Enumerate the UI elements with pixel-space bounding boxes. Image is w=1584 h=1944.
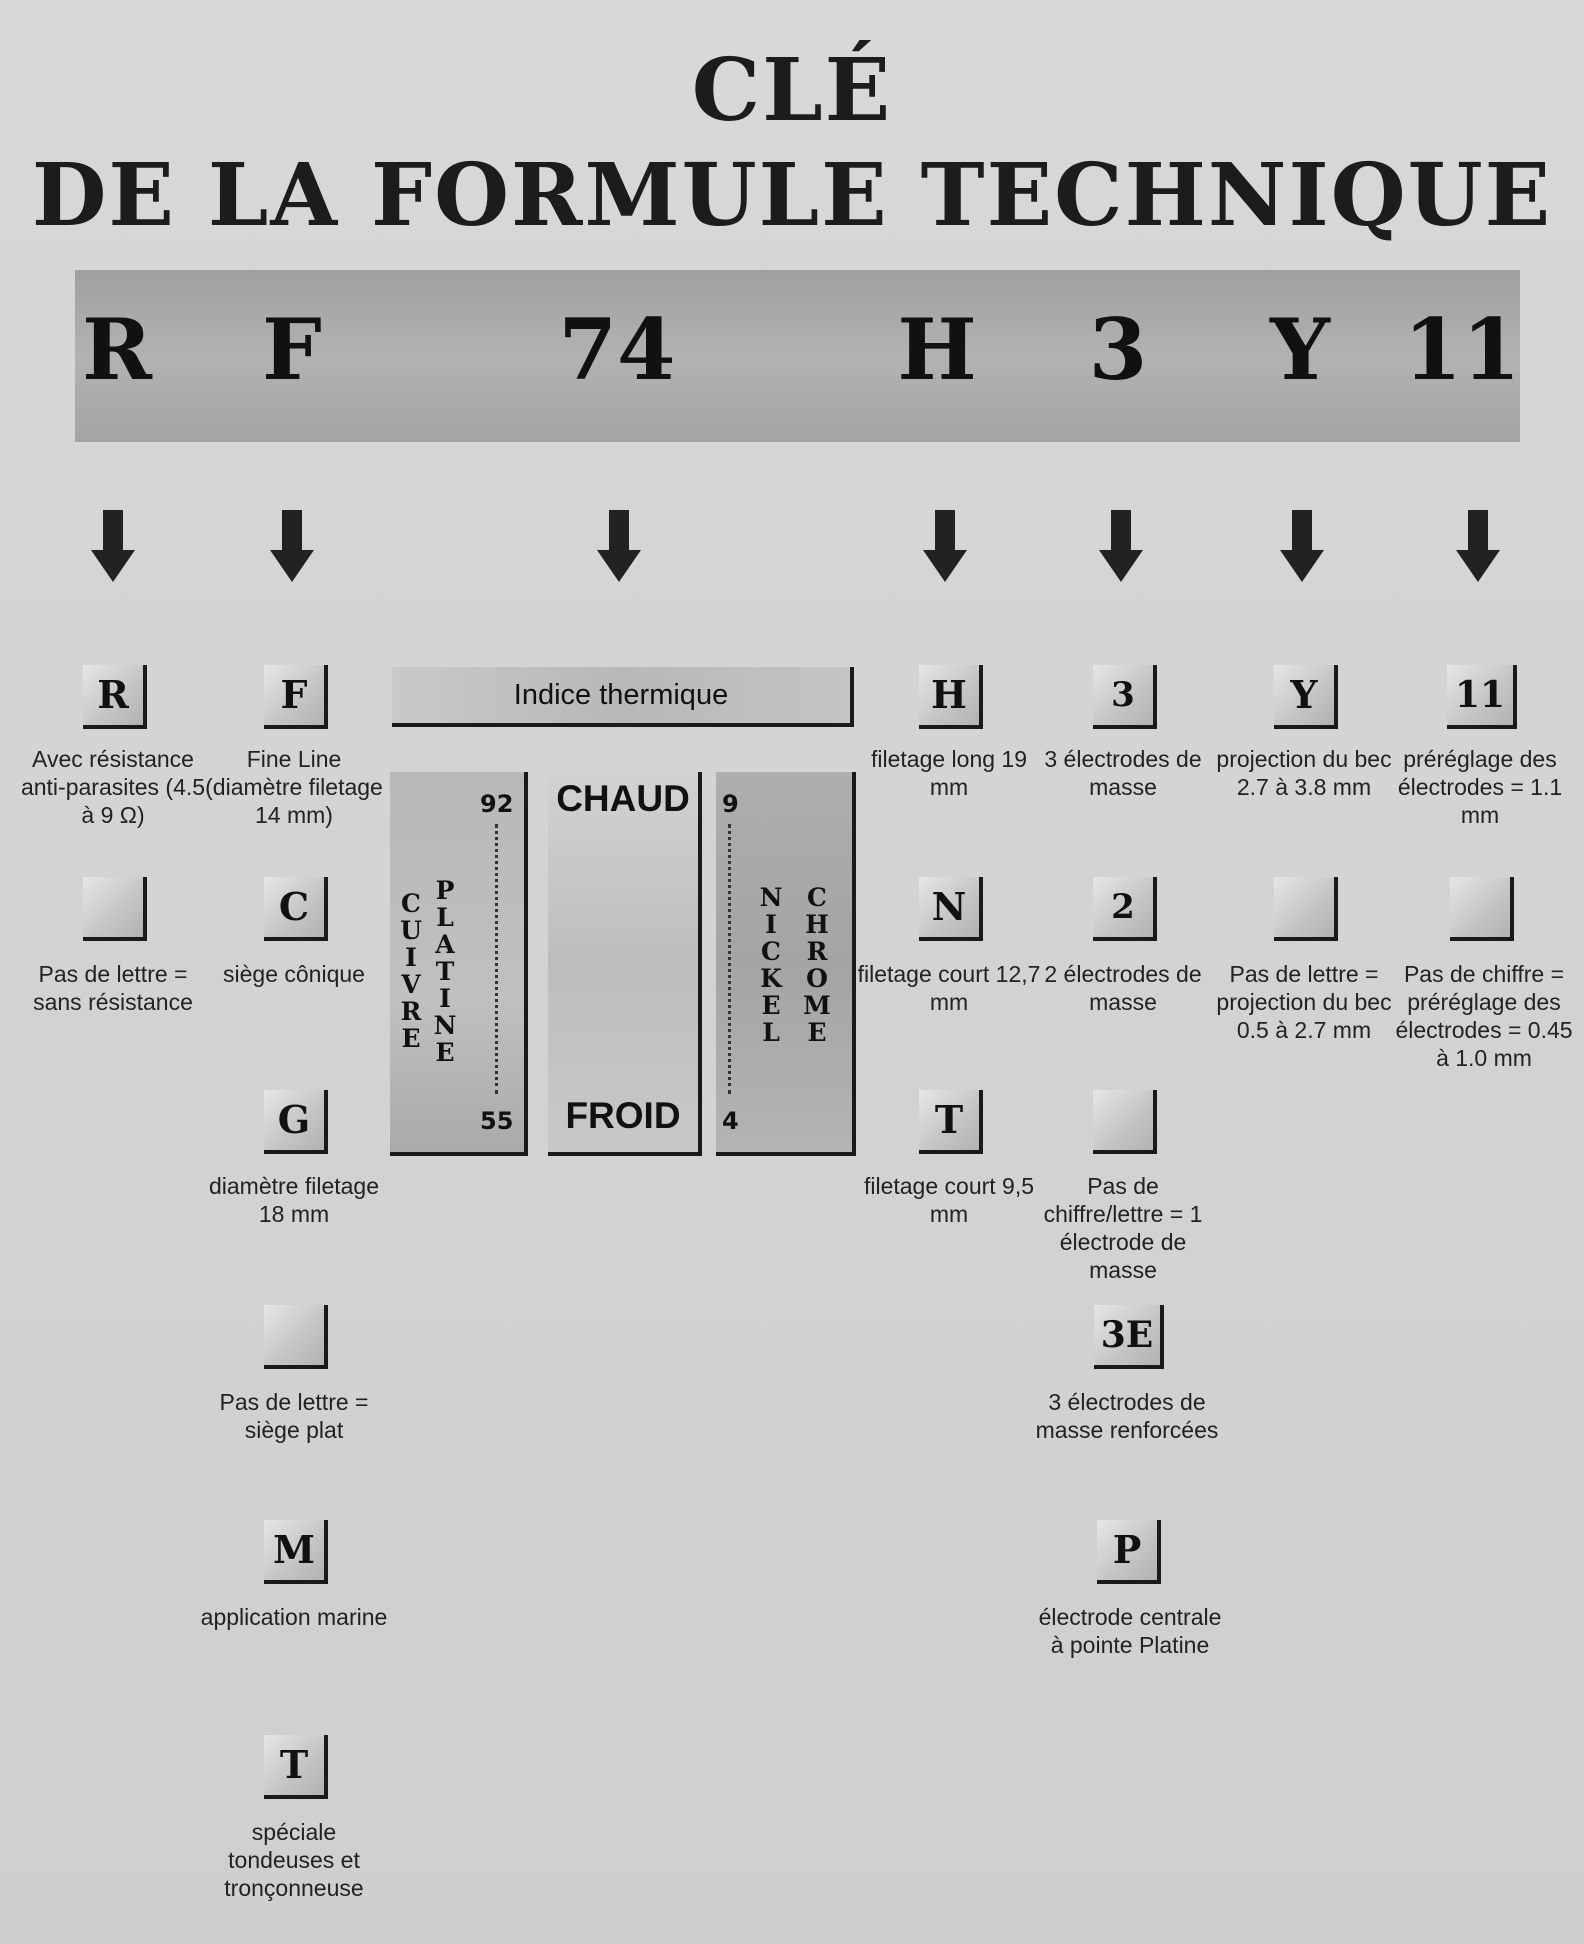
- key-box-y: Y: [1274, 665, 1338, 729]
- chrome-label: CHROME: [803, 883, 831, 1047]
- key-box-y-none: [1274, 877, 1338, 941]
- thermal-min-55: 55: [480, 1107, 514, 1135]
- key-desc-f: Fine Line (diamètre filetage 14 mm): [205, 746, 383, 828]
- key-desc-y: projection du bec 2.7 à 3.8 mm: [1216, 746, 1392, 800]
- key-box-n: N: [919, 877, 983, 941]
- code-74: 74: [558, 300, 676, 399]
- key-desc-r-none: Pas de lettre = sans résistance: [33, 961, 193, 1015]
- key-box-t-mower: T: [264, 1735, 328, 1799]
- key-desc-y-none: Pas de lettre = projection du bec 0.5 à …: [1216, 961, 1392, 1043]
- thermal-max-92: 92: [480, 790, 514, 818]
- key-desc-f-none: Pas de lettre = siège plat: [219, 1389, 369, 1443]
- code-h: H: [897, 300, 977, 399]
- key-box-c: C: [264, 877, 328, 941]
- down-arrow-icon: [1099, 510, 1143, 582]
- thermal-scale-dots: [728, 824, 731, 1094]
- key-box-3: 3: [1093, 665, 1157, 729]
- key-desc-3-none: Pas de chiffre/lettre = 1 électrode de m…: [1043, 1173, 1203, 1283]
- key-box-3-none: [1093, 1090, 1157, 1154]
- key-box-h: H: [919, 665, 983, 729]
- key-desc-3: 3 électrodes de masse: [1044, 746, 1202, 800]
- down-arrow-icon: [1280, 510, 1324, 582]
- down-arrow-icon: [1456, 510, 1500, 582]
- key-desc-3e: 3 électrodes de masse renforcées: [1035, 1389, 1219, 1443]
- key-box-r-none: [83, 877, 147, 941]
- key-box-r: R: [83, 665, 147, 729]
- key-desc-t-mower: spéciale tondeuses et tronçonneuse: [224, 1819, 364, 1901]
- key-box-3e: 3E: [1094, 1305, 1164, 1369]
- copper-label: CUIVRE: [400, 889, 422, 1053]
- key-desc-11: préréglage des électrodes = 1.1 mm: [1397, 746, 1563, 828]
- down-arrow-icon: [597, 510, 641, 582]
- nickel-label: NICKEL: [759, 883, 783, 1047]
- code-11: 11: [1403, 300, 1521, 399]
- formula-band: [75, 270, 1520, 442]
- key-box-11: 11: [1447, 665, 1517, 729]
- key-desc-n: filetage court 12,7 mm: [857, 961, 1041, 1015]
- thermal-index-label: Indice thermique: [392, 667, 854, 727]
- key-desc-2: 2 électrodes de masse: [1044, 961, 1202, 1015]
- key-desc-r: Avec résistance anti-parasites (4.5 à 9 …: [20, 746, 206, 828]
- key-box-2: 2: [1093, 877, 1157, 941]
- page-title: CLÉ: [691, 40, 893, 141]
- thermal-max-9: 9: [722, 790, 739, 818]
- down-arrow-icon: [91, 510, 135, 582]
- key-box-f: F: [264, 665, 328, 729]
- key-desc-m: application marine: [200, 1604, 388, 1630]
- key-desc-h: filetage long 19 mm: [870, 746, 1027, 800]
- key-box-p: P: [1097, 1520, 1161, 1584]
- hot-label: CHAUD: [556, 778, 690, 819]
- code-r: R: [82, 300, 152, 399]
- key-box-f-none: [264, 1305, 328, 1369]
- key-box-t: T: [919, 1090, 983, 1154]
- key-desc-t: filetage court 9,5 mm: [863, 1173, 1035, 1227]
- cold-label: FROID: [565, 1095, 681, 1136]
- key-desc-p: électrode centrale à pointe Platine: [1038, 1604, 1222, 1658]
- key-box-g: G: [264, 1090, 328, 1154]
- thermal-nickel-chrome-column: 9 4 NICKEL CHROME: [716, 772, 856, 1156]
- platinum-label: PLATINE: [433, 876, 457, 1067]
- code-y: Y: [1270, 300, 1330, 399]
- down-arrow-icon: [923, 510, 967, 582]
- down-arrow-icon: [270, 510, 314, 582]
- page-subtitle: DE LA FORMULE TECHNIQUE: [31, 145, 1553, 246]
- key-box-11-none: [1450, 877, 1514, 941]
- key-desc-g: diamètre filetage 18 mm: [208, 1173, 380, 1227]
- thermal-scale-dots: [495, 824, 498, 1094]
- thermal-hot-cold-column: CHAUD FROID: [548, 772, 702, 1156]
- key-box-m: M: [264, 1520, 328, 1584]
- key-desc-11-none: Pas de chiffre = préréglage des électrod…: [1395, 961, 1573, 1071]
- thermal-copper-platinum-column: CUIVRE PLATINE 92 55: [390, 772, 528, 1156]
- thermal-min-4: 4: [722, 1107, 739, 1135]
- code-3: 3: [1088, 300, 1148, 399]
- key-desc-c: siège cônique: [223, 961, 365, 987]
- code-f: F: [262, 300, 322, 399]
